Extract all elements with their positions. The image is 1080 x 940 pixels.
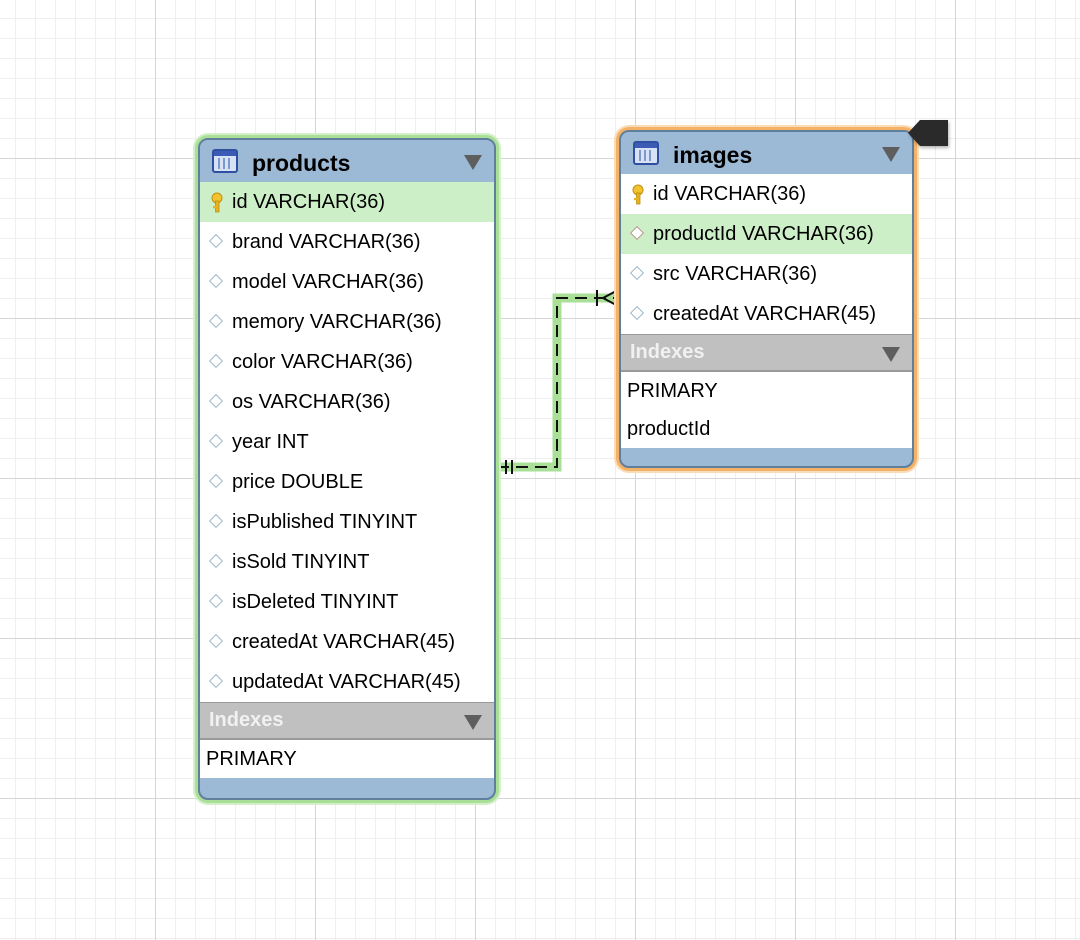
many-crowfoot-marker	[596, 289, 619, 307]
diamond-icon	[629, 305, 645, 321]
index-label: productId	[627, 418, 711, 440]
diamond-icon	[208, 513, 224, 529]
column-row[interactable]: os VARCHAR(36)	[200, 382, 494, 422]
key-icon	[632, 184, 644, 205]
diamond-icon	[208, 233, 224, 249]
table-header[interactable]: images	[621, 132, 912, 174]
diamond-icon	[208, 433, 224, 449]
column-label: isDeleted TINYINT	[232, 591, 399, 613]
column-row[interactable]: id VARCHAR(36)	[200, 182, 494, 222]
column-label: src VARCHAR(36)	[653, 263, 818, 285]
column-row[interactable]: isPublished TINYINT	[200, 502, 494, 542]
diamond-icon	[208, 313, 224, 329]
collapse-triangle-icon[interactable]	[464, 155, 482, 170]
column-label: brand VARCHAR(36)	[232, 231, 421, 253]
column-list: id VARCHAR(36) productId VARCHAR(36) src V…	[621, 174, 912, 334]
column-row[interactable]: color VARCHAR(36)	[200, 342, 494, 382]
column-row[interactable]: id VARCHAR(36)	[621, 174, 912, 214]
index-row[interactable]: PRIMARY	[621, 372, 912, 410]
index-row[interactable]: productId	[621, 410, 912, 448]
column-label: price DOUBLE	[232, 471, 364, 493]
column-label: color VARCHAR(36)	[232, 351, 413, 373]
indexes-header[interactable]: Indexes	[200, 702, 494, 740]
relationship-line	[497, 297, 618, 468]
indexes-label: Indexes	[209, 709, 284, 731]
column-row[interactable]: updatedAt VARCHAR(45)	[200, 662, 494, 702]
diamond-icon	[629, 225, 645, 241]
column-row[interactable]: price DOUBLE	[200, 462, 494, 502]
column-label: isPublished TINYINT	[232, 511, 418, 533]
key-icon	[211, 192, 223, 213]
column-label: updatedAt VARCHAR(45)	[232, 671, 461, 693]
diamond-icon	[629, 265, 645, 281]
table-icon	[633, 141, 659, 165]
table-products[interactable]: products id VARCHAR(36) brand VARCHAR(36)…	[198, 138, 496, 800]
index-row[interactable]: PRIMARY	[200, 740, 494, 778]
column-row[interactable]: createdAt VARCHAR(45)	[621, 294, 912, 334]
diamond-icon	[208, 473, 224, 489]
index-list: PRIMARY	[200, 740, 494, 778]
table-header[interactable]: products	[200, 140, 494, 182]
table-images[interactable]: images id VARCHAR(36) productId VARCHAR(3…	[619, 130, 914, 468]
tag-marker-icon[interactable]	[908, 118, 952, 152]
diamond-icon	[208, 273, 224, 289]
index-list: PRIMARY productId	[621, 372, 912, 448]
table-title: images	[673, 142, 753, 168]
column-row[interactable]: memory VARCHAR(36)	[200, 302, 494, 342]
table-title: products	[252, 150, 351, 176]
column-label: isSold TINYINT	[232, 551, 370, 573]
diamond-icon	[208, 673, 224, 689]
column-label: os VARCHAR(36)	[232, 391, 391, 413]
indexes-header[interactable]: Indexes	[621, 334, 912, 372]
column-label: memory VARCHAR(36)	[232, 311, 442, 333]
column-row[interactable]: createdAt VARCHAR(45)	[200, 622, 494, 662]
index-label: PRIMARY	[627, 380, 718, 402]
diamond-icon	[208, 633, 224, 649]
table-icon	[212, 149, 238, 173]
column-row[interactable]: brand VARCHAR(36)	[200, 222, 494, 262]
column-label: model VARCHAR(36)	[232, 271, 424, 293]
collapse-triangle-icon[interactable]	[464, 715, 482, 730]
diamond-icon	[208, 553, 224, 569]
column-label: id VARCHAR(36)	[232, 191, 385, 213]
column-list: id VARCHAR(36) brand VARCHAR(36) model VAR…	[200, 182, 494, 702]
column-label: createdAt VARCHAR(45)	[653, 303, 877, 325]
diamond-icon	[208, 393, 224, 409]
column-row[interactable]: productId VARCHAR(36)	[621, 214, 912, 254]
index-label: PRIMARY	[206, 748, 297, 770]
indexes-label: Indexes	[630, 341, 705, 363]
collapse-triangle-icon[interactable]	[882, 347, 900, 362]
diamond-icon	[208, 593, 224, 609]
column-row[interactable]: src VARCHAR(36)	[621, 254, 912, 294]
column-row[interactable]: year INT	[200, 422, 494, 462]
column-label: productId VARCHAR(36)	[653, 223, 874, 245]
column-row[interactable]: isSold TINYINT	[200, 542, 494, 582]
column-label: id VARCHAR(36)	[653, 183, 806, 205]
collapse-triangle-icon[interactable]	[882, 147, 900, 162]
column-row[interactable]: isDeleted TINYINT	[200, 582, 494, 622]
column-row[interactable]: model VARCHAR(36)	[200, 262, 494, 302]
one-mandatory-marker	[505, 460, 513, 474]
column-label: createdAt VARCHAR(45)	[232, 631, 456, 653]
diamond-icon	[208, 353, 224, 369]
column-label: year INT	[232, 431, 309, 453]
